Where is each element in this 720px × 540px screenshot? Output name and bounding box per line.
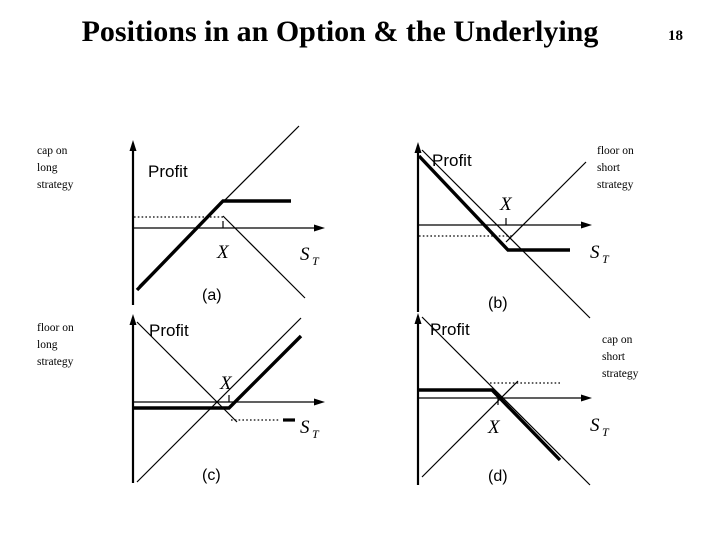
profit-label-b: Profit <box>432 151 472 170</box>
note-cap-on-short-strategy: cap on short strategy <box>602 334 639 380</box>
strike-label-b: X <box>499 194 513 215</box>
panel-b-chart: Profit X S T (b) <box>400 132 635 319</box>
profit-label-d: Profit <box>430 320 470 339</box>
strike-label-c: X <box>219 373 233 394</box>
underlying-label-a: S T <box>300 244 320 268</box>
underlying-label-b: S T <box>590 242 610 266</box>
short-put-line-d <box>421 380 519 478</box>
y-axis-c <box>129 314 137 483</box>
profit-label-a: Profit <box>148 162 188 181</box>
svg-text:T: T <box>602 425 610 439</box>
x-axis-c <box>133 398 325 406</box>
note-floor-on-long-strategy: floor on long strategy <box>37 322 74 368</box>
panel-caption-c: (c) <box>202 467 221 484</box>
svg-text:T: T <box>602 252 610 266</box>
x-axis-b <box>418 221 592 229</box>
svg-text:S: S <box>300 417 310 438</box>
strike-label-d: X <box>487 417 501 438</box>
y-axis-a <box>129 140 137 305</box>
combined-profit-line-d <box>419 388 562 462</box>
slide-number: 18 <box>668 28 683 44</box>
long-underlying-line-c <box>136 317 302 483</box>
covered-call-profit-line-a <box>135 199 291 292</box>
profit-label-c: Profit <box>149 321 189 340</box>
note-cap-on-long-strategy: cap on long strategy <box>37 145 74 191</box>
svg-text:T: T <box>312 427 320 441</box>
page-title: Positions in an Option & the Underlying <box>81 15 599 48</box>
underlying-label-c: S T <box>300 417 320 441</box>
svg-text:S: S <box>300 244 310 265</box>
panel-c-chart: Profit X S T (c) <box>120 308 350 488</box>
panel-caption-b: (b) <box>488 295 508 312</box>
y-axis-d <box>414 313 422 485</box>
long-put-line-c <box>136 321 238 423</box>
note-floor-on-short-strategy: floor on short strategy <box>597 145 634 191</box>
svg-text:S: S <box>590 242 600 263</box>
underlying-label-d: S T <box>590 415 610 439</box>
long-call-line-b <box>505 161 587 243</box>
combined-profit-line-b <box>417 154 570 252</box>
strike-label-a: X <box>216 242 230 263</box>
panel-d-chart: Profit X S T (d) <box>400 305 635 490</box>
panel-caption-a: (a) <box>202 287 222 304</box>
protective-put-profit-line-c <box>134 334 303 410</box>
y-axis-b <box>414 142 422 312</box>
svg-text:T: T <box>312 254 320 268</box>
short-call-line-a <box>222 215 306 299</box>
panel-caption-d: (d) <box>488 468 508 485</box>
panel-a-chart: Profit X S T (a) <box>120 125 350 310</box>
x-axis-a <box>133 224 325 232</box>
svg-text:S: S <box>590 415 600 436</box>
short-underlying-line-d <box>421 316 591 486</box>
short-underlying-line-b <box>421 149 591 319</box>
